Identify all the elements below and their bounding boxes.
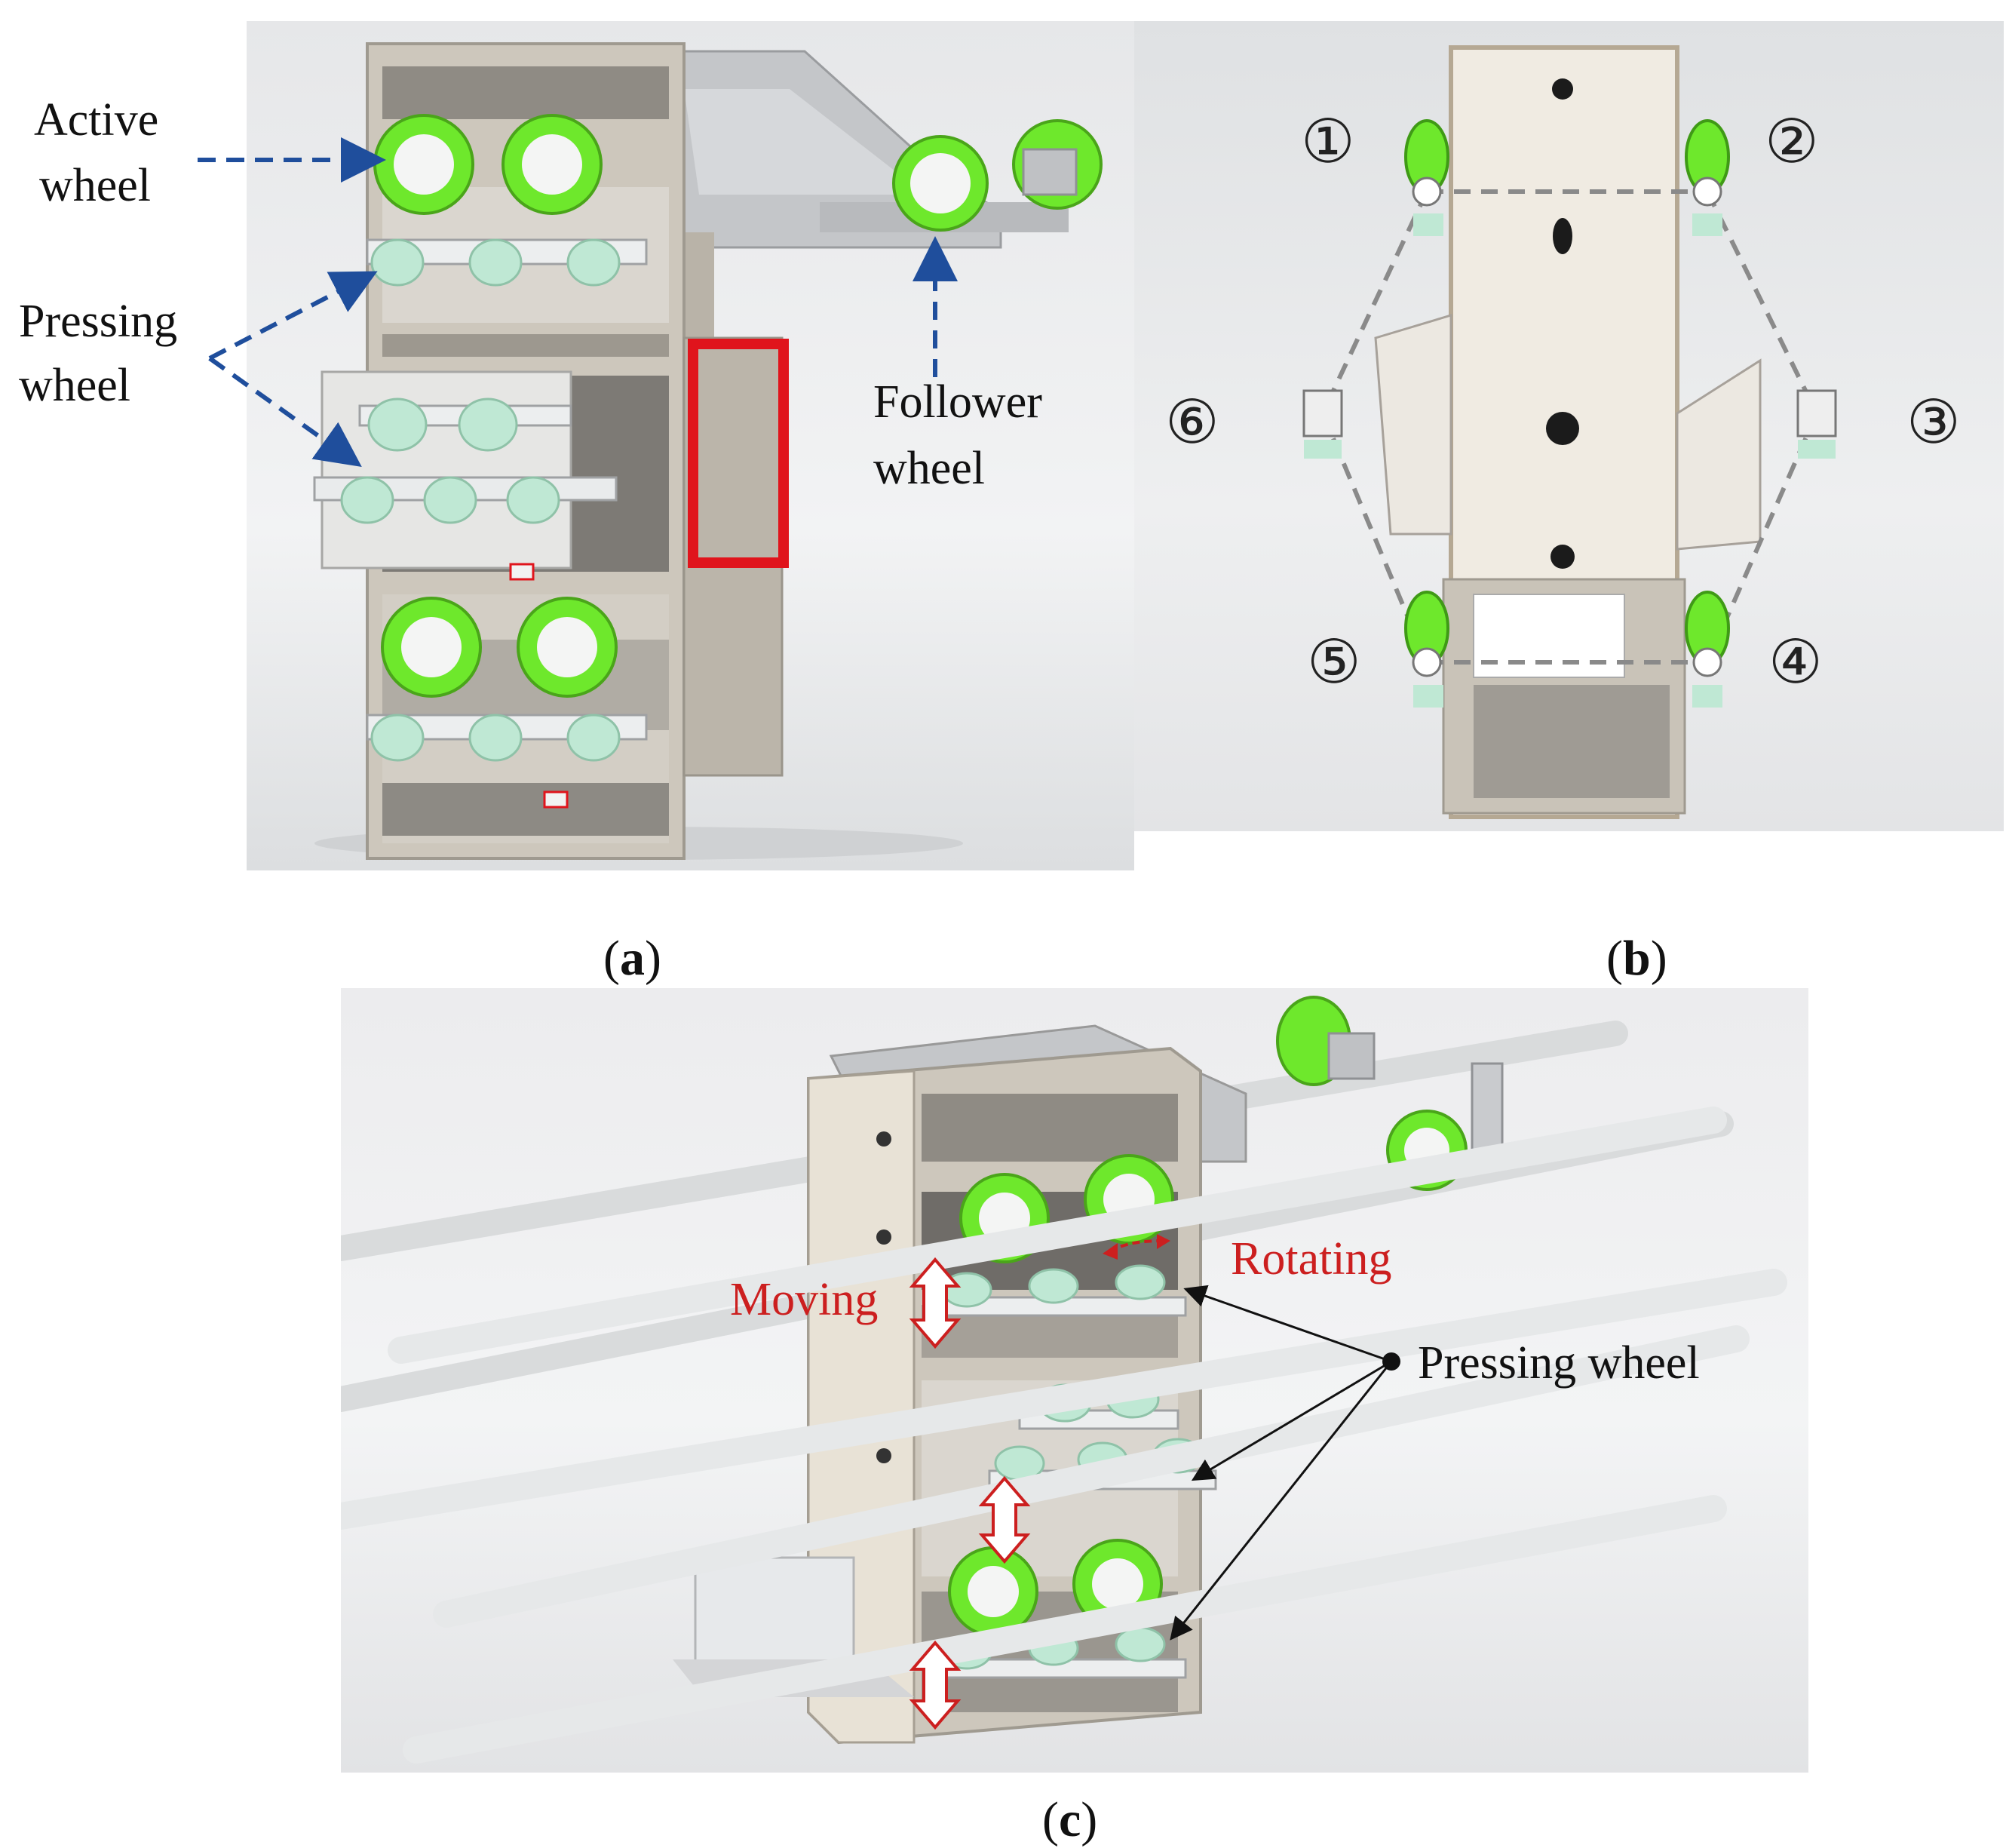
active-wheels — [373, 114, 618, 698]
panel-b-render — [1134, 21, 2004, 831]
label-follower-line1: Follower — [873, 376, 1042, 428]
robot-front-view-illustration — [313, 42, 1103, 860]
caption-c: (c) — [1042, 1792, 1098, 1847]
wheel-marker-1: ① — [1301, 106, 1355, 177]
label-follower-line2: wheel — [873, 443, 986, 494]
robot-on-cables-illustration — [341, 996, 1787, 1764]
panel-a-render — [247, 21, 1134, 870]
highlight-frame — [688, 339, 789, 568]
label-pressing-line2: wheel — [19, 360, 131, 411]
label-pressing-line1: Pressing — [19, 296, 178, 347]
wheel-marker-3: ③ — [1906, 387, 1961, 457]
wheel-positions — [1302, 119, 1837, 708]
follower-wheels — [892, 119, 1103, 232]
label-active-line2: wheel — [39, 160, 152, 211]
label-rotating: Rotating — [1231, 1233, 1392, 1285]
pressing-wheels — [340, 238, 621, 762]
rotating-arrow — [1103, 1234, 1170, 1260]
wheel-marker-6: ⑥ — [1165, 387, 1219, 457]
moving-arrows — [909, 1257, 1031, 1730]
label-pressing-wheel: Pressing wheel — [1418, 1337, 1700, 1389]
label-active-line1: Active — [34, 94, 159, 146]
robot-top-view-illustration — [1302, 45, 1837, 819]
wheel-marker-5: ⑤ — [1307, 627, 1361, 697]
panel-c-render — [341, 988, 1808, 1773]
label-moving: Moving — [730, 1274, 879, 1325]
caption-b: (b) — [1606, 931, 1667, 986]
wheel-marker-4: ④ — [1768, 627, 1823, 697]
wheel-marker-2: ② — [1765, 106, 1819, 177]
caption-a: (a) — [603, 931, 661, 986]
